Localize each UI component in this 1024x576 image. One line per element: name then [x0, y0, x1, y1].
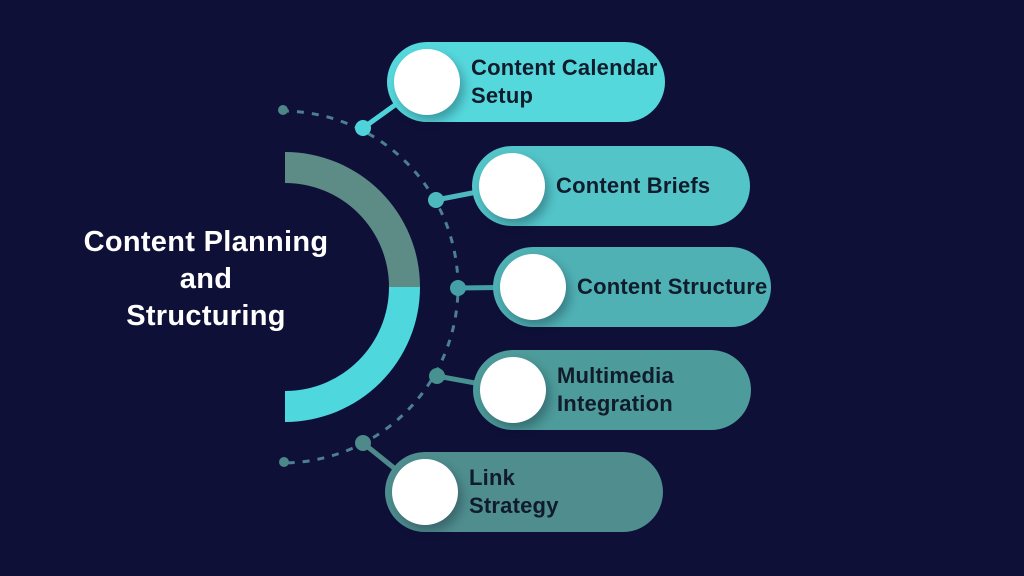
- connector-dot-3: [450, 280, 466, 296]
- pill-bullet-circle: [479, 153, 545, 219]
- connector-dot-2: [428, 192, 444, 208]
- pill-label: Content Calendar Setup: [471, 54, 658, 110]
- dashed-arc-end-dot-top: [278, 105, 288, 115]
- pill-bullet-circle: [480, 357, 546, 423]
- diagram-title-line-1: Content Planning: [83, 226, 329, 258]
- pill-label-line-1: Multimedia: [557, 363, 674, 388]
- pill-bullet-circle: [392, 459, 458, 525]
- pill-label-line-2: Setup: [471, 83, 534, 108]
- pill-content-calendar-setup: Content Calendar Setup: [387, 42, 665, 122]
- connector-dot-1: [355, 120, 371, 136]
- pill-label-line-1: Content Calendar: [471, 55, 658, 80]
- pill-label: Multimedia Integration: [557, 362, 674, 418]
- pill-label-line-1: Link: [469, 465, 516, 490]
- pill-label: Link Strategy: [469, 464, 559, 520]
- pill-bullet-circle: [394, 49, 460, 115]
- diagram-title-line-2: and: [179, 263, 233, 295]
- pill-label-line-1: Content Briefs: [556, 173, 711, 198]
- pill-label-line-2: Strategy: [469, 493, 559, 518]
- diagram-title-line-3: Structuring: [126, 300, 286, 332]
- dashed-arc-end-dot-bottom: [279, 457, 289, 467]
- pill-label-line-2: Integration: [557, 391, 673, 416]
- connector-dot-5: [355, 435, 371, 451]
- connector-dot-4: [429, 368, 445, 384]
- pill-content-briefs: Content Briefs: [472, 146, 750, 226]
- pill-label-line-1: Content Structure: [577, 274, 768, 299]
- half-donut-arc-top: [285, 152, 420, 287]
- pill-multimedia-integration: Multimedia Integration: [473, 350, 751, 430]
- half-donut-arc-bottom: [285, 287, 420, 422]
- pill-link-strategy: Link Strategy: [385, 452, 663, 532]
- pill-bullet-circle: [500, 254, 566, 320]
- diagram-title: Content Planning and Structuring: [46, 224, 366, 335]
- pill-content-structure: Content Structure: [493, 247, 771, 327]
- pill-label: Content Structure: [577, 273, 767, 301]
- pill-label: Content Briefs: [556, 172, 710, 200]
